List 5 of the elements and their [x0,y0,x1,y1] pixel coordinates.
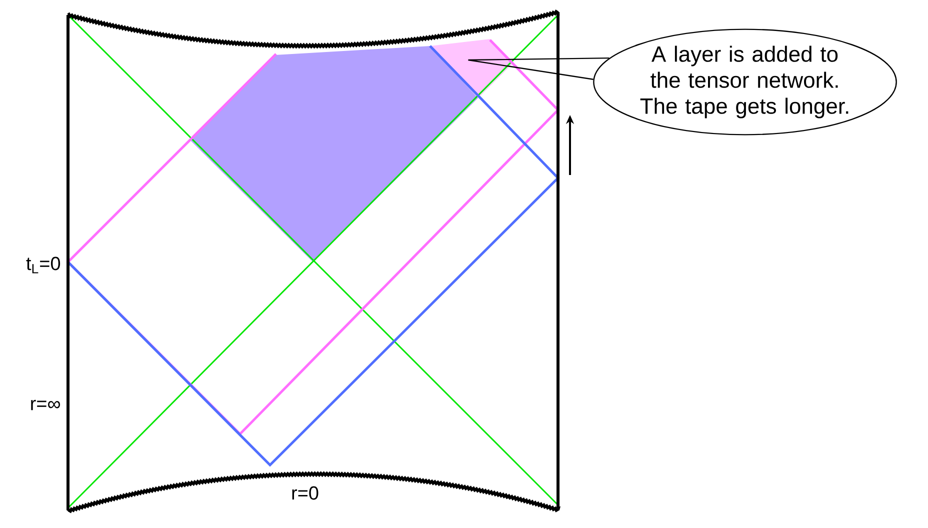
axis-label: t$_{L}$=0 [26,256,60,274]
callout-bubble: A layer is added to the tensor network. The tape gets longer. [593,28,897,136]
axis-label: r=0 [292,486,318,500]
leader-line [468,57,610,80]
axis-label: r=∞ [31,400,60,410]
